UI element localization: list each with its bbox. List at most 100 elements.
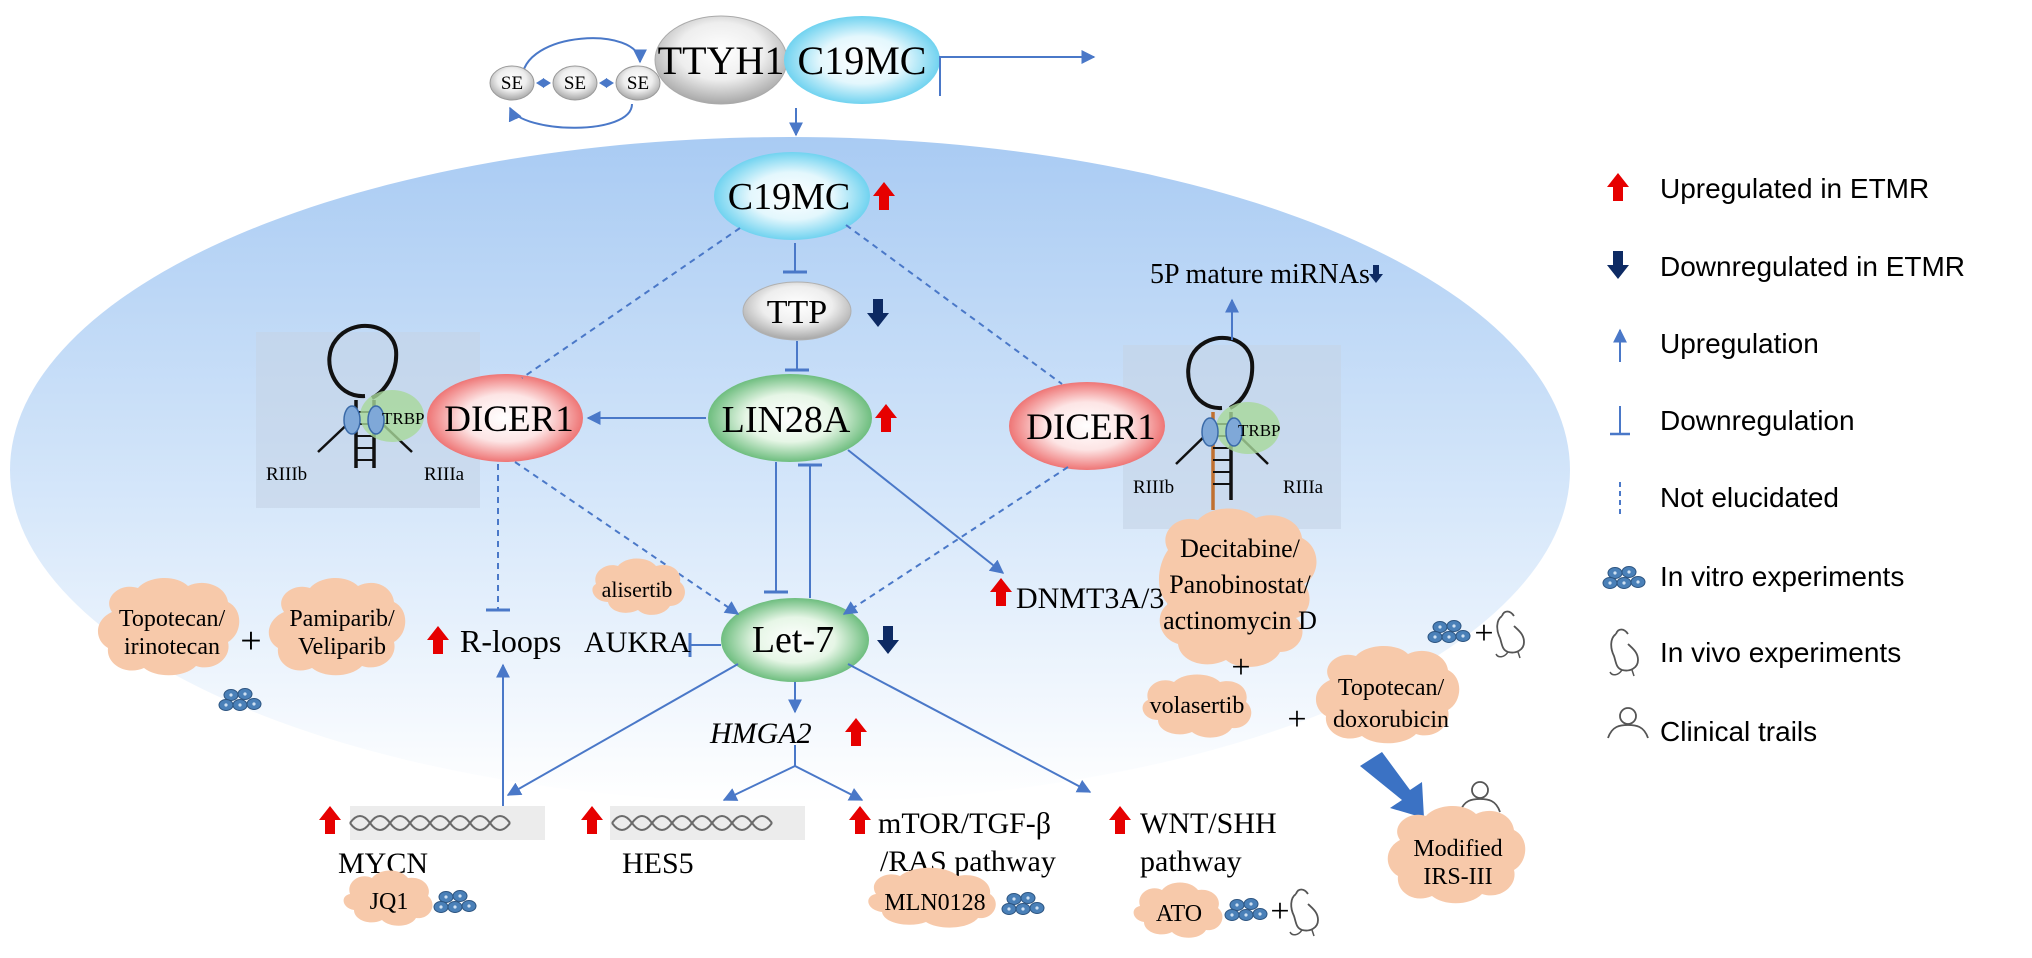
legend-red-up-arrow-icon [1607,173,1629,201]
hes5-up-icon [581,806,603,834]
drug-modified-irs-iii: Modified IRS-III [1387,805,1526,904]
legend-label-5: In vitro experiments [1660,561,1904,592]
legend-label-7: Clinical trails [1660,716,1817,747]
mirnas-label: 5P mature miRNAs [1150,259,1370,290]
legend-inhibition-bar-icon [1610,406,1630,436]
riiib-left-label: RIIIb [266,464,307,485]
dicer1-right-node [1009,382,1165,470]
svg-text:actinomycin D: actinomycin D [1163,606,1317,635]
se-node-3 [615,65,661,101]
cells-icon-jq1 [433,890,477,913]
ttp-node [742,281,852,341]
svg-text:IRS-III: IRS-III [1423,864,1492,890]
riiia-left-label: RIIIa [424,464,465,485]
mtor-up-icon [849,806,871,834]
plus-5: + [1270,893,1289,930]
ttp-label: TTP [767,294,827,331]
svg-text:Pamiparib/: Pamiparib/ [289,606,395,632]
let7-node [721,598,869,682]
svg-text:Veliparib: Veliparib [298,634,386,660]
top-locus: SE SE SE TTYH1 C19MC [489,15,1096,137]
mouse-icon-ato [1289,888,1319,937]
se-node-2 [552,65,598,101]
wnt-up-icon [1109,806,1131,834]
ttyh1-label: TTYH1 [658,38,785,83]
drug-jq1: JQ1 [343,870,433,926]
legend-label-6: In vivo experiments [1660,637,1901,668]
cells-icon-mln [1001,892,1045,915]
drug-mln0128: MLN0128 [868,867,996,928]
se-label-3: SE [627,73,649,94]
svg-text:doxorubicin: doxorubicin [1333,707,1449,733]
c19mc-top-node [784,16,940,104]
legend-mouse-icon [1609,628,1639,677]
svg-text:MLN0128: MLN0128 [884,890,985,916]
rna-hairpin-right [1175,335,1280,510]
c19mc-node [714,152,870,240]
rloops-label: R-loops [460,623,561,659]
legend-cells-icon [1602,566,1646,589]
trbp-right-label: TRBP [1238,421,1281,440]
svg-text:Topotecan/: Topotecan/ [1338,675,1445,701]
lin28a-label: LIN28A [722,399,851,441]
dicer1-left-node [427,374,583,462]
hes5-gene-bg [610,806,805,840]
legend-label-2: Upregulation [1660,328,1819,359]
cells-icon-ato [1224,898,1268,921]
c19mc-top-label: C19MC [798,38,927,83]
rna-hairpin-left [317,323,424,468]
connectors [486,224,1092,806]
svg-text:JQ1: JQ1 [370,889,409,915]
legend-label-1: Downregulated in ETMR [1660,251,1965,282]
mtor-label-1: mTOR/TGF-β [878,807,1051,840]
dicer1-right-label: DICER1 [1026,407,1156,448]
dicer1-left-label: DICER1 [444,399,574,440]
riiia-right-label: RIIIa [1283,477,1324,498]
legend: Upregulated in ETMR Downregulated in ETM… [1602,173,1965,747]
legend-label-4: Not elucidated [1660,482,1839,513]
drug-alisertib: alisertib [592,558,685,615]
drug-topotecan-doxorubicin: Topotecan/ doxorubicin [1315,645,1460,744]
lin28a-node [708,374,872,462]
drug-decitabine-panobinostat-actinomycin: Decitabine/ Panobinostat/ actinomycin D [1158,508,1317,667]
plus-1: + [240,620,261,662]
drug-topotecan-irinotecan: Topotecan/ irinotecan [97,577,240,676]
legend-label-3: Downregulation [1660,405,1855,436]
legend-navy-down-arrow-icon [1607,251,1629,279]
svg-text:alisertib: alisertib [602,577,673,602]
drug-ato: ATO [1133,882,1223,938]
se-node-1 [489,65,535,101]
c19mc-label: C19MC [728,176,850,218]
svg-text:volasertib: volasertib [1150,693,1245,719]
svg-text:Modified: Modified [1413,836,1502,862]
mouse-icon-decitabine [1495,610,1525,659]
plus-3: + [1231,649,1250,686]
plus-4: + [1287,701,1306,738]
plus-2: + [1474,615,1493,652]
legend-label-0: Upregulated in ETMR [1660,173,1929,204]
legend-person-icon [1607,707,1649,739]
hmga2-label: HMGA2 [709,717,812,750]
mycn-gene-bg [350,806,545,840]
wnt-label-1: WNT/SHH [1140,807,1277,840]
mycn-up-icon [319,806,341,834]
person-icon-irs [1459,781,1501,813]
svg-text:Decitabine/: Decitabine/ [1180,534,1301,563]
dnmt-label: DNMT3A/3B [1016,582,1184,615]
aukra-label: AUKRA [584,626,691,659]
se-label-2: SE [564,73,586,94]
riiib-right-label: RIIIb [1133,477,1174,498]
se-label-1: SE [501,73,523,94]
svg-text:ATO: ATO [1156,901,1202,927]
drug-pamiparib-veliparib: Pamiparib/ Veliparib [268,577,406,676]
clinical-arrow-icon [1360,752,1424,818]
drug-volasertib: volasertib [1142,674,1252,738]
wnt-label-2: pathway [1140,845,1242,878]
svg-text:Panobinostat/: Panobinostat/ [1169,570,1311,599]
trbp-left-label: TRBP [382,409,425,428]
svg-text:irinotecan: irinotecan [124,634,220,660]
hes5-label: HES5 [622,847,694,880]
let7-label: Let-7 [752,619,834,661]
svg-text:Topotecan/: Topotecan/ [119,606,226,632]
